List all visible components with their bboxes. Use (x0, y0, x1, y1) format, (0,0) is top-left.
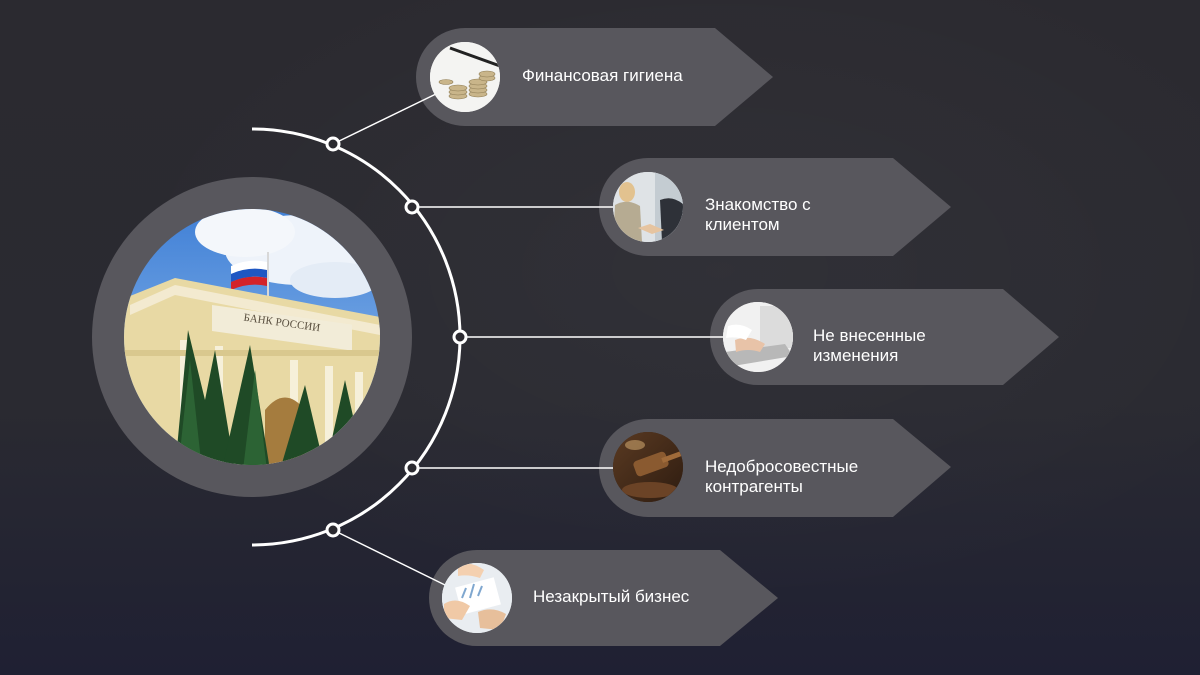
item-label-unclosed-business: Незакрытый бизнес (533, 587, 690, 606)
pill-shape-2 (710, 289, 1059, 385)
item-label-know-your-client: Знакомство с клиентом (705, 195, 811, 234)
node-dot-2 (452, 329, 468, 345)
pill-shape-1 (599, 158, 951, 256)
thumb-coins (430, 42, 500, 112)
pill-shape-0 (416, 28, 773, 126)
connector-line-4 (332, 529, 446, 586)
item-label-financial-hygiene: Финансовая гигиена (522, 66, 683, 85)
node-dot-1 (404, 199, 420, 215)
item-label-unreliable-counterparties: Недобросовестные контрагенты (705, 457, 859, 496)
pill-shape-4 (429, 550, 778, 646)
node-dot-3 (404, 460, 420, 476)
thumb-documents (442, 563, 512, 633)
thumb-handshake (613, 172, 683, 242)
item-label-unregistered-changes: Не внесенные изменения (813, 326, 926, 365)
russian-flag-icon (231, 260, 267, 290)
thumb-laptop (723, 302, 793, 372)
arc-nodes (325, 136, 468, 538)
node-dot-0 (325, 136, 341, 152)
connector-lines (332, 91, 724, 586)
node-dot-4 (325, 522, 341, 538)
pill-shape-3 (599, 419, 951, 517)
thumb-gavel (613, 432, 683, 502)
connector-line-0 (332, 91, 441, 145)
